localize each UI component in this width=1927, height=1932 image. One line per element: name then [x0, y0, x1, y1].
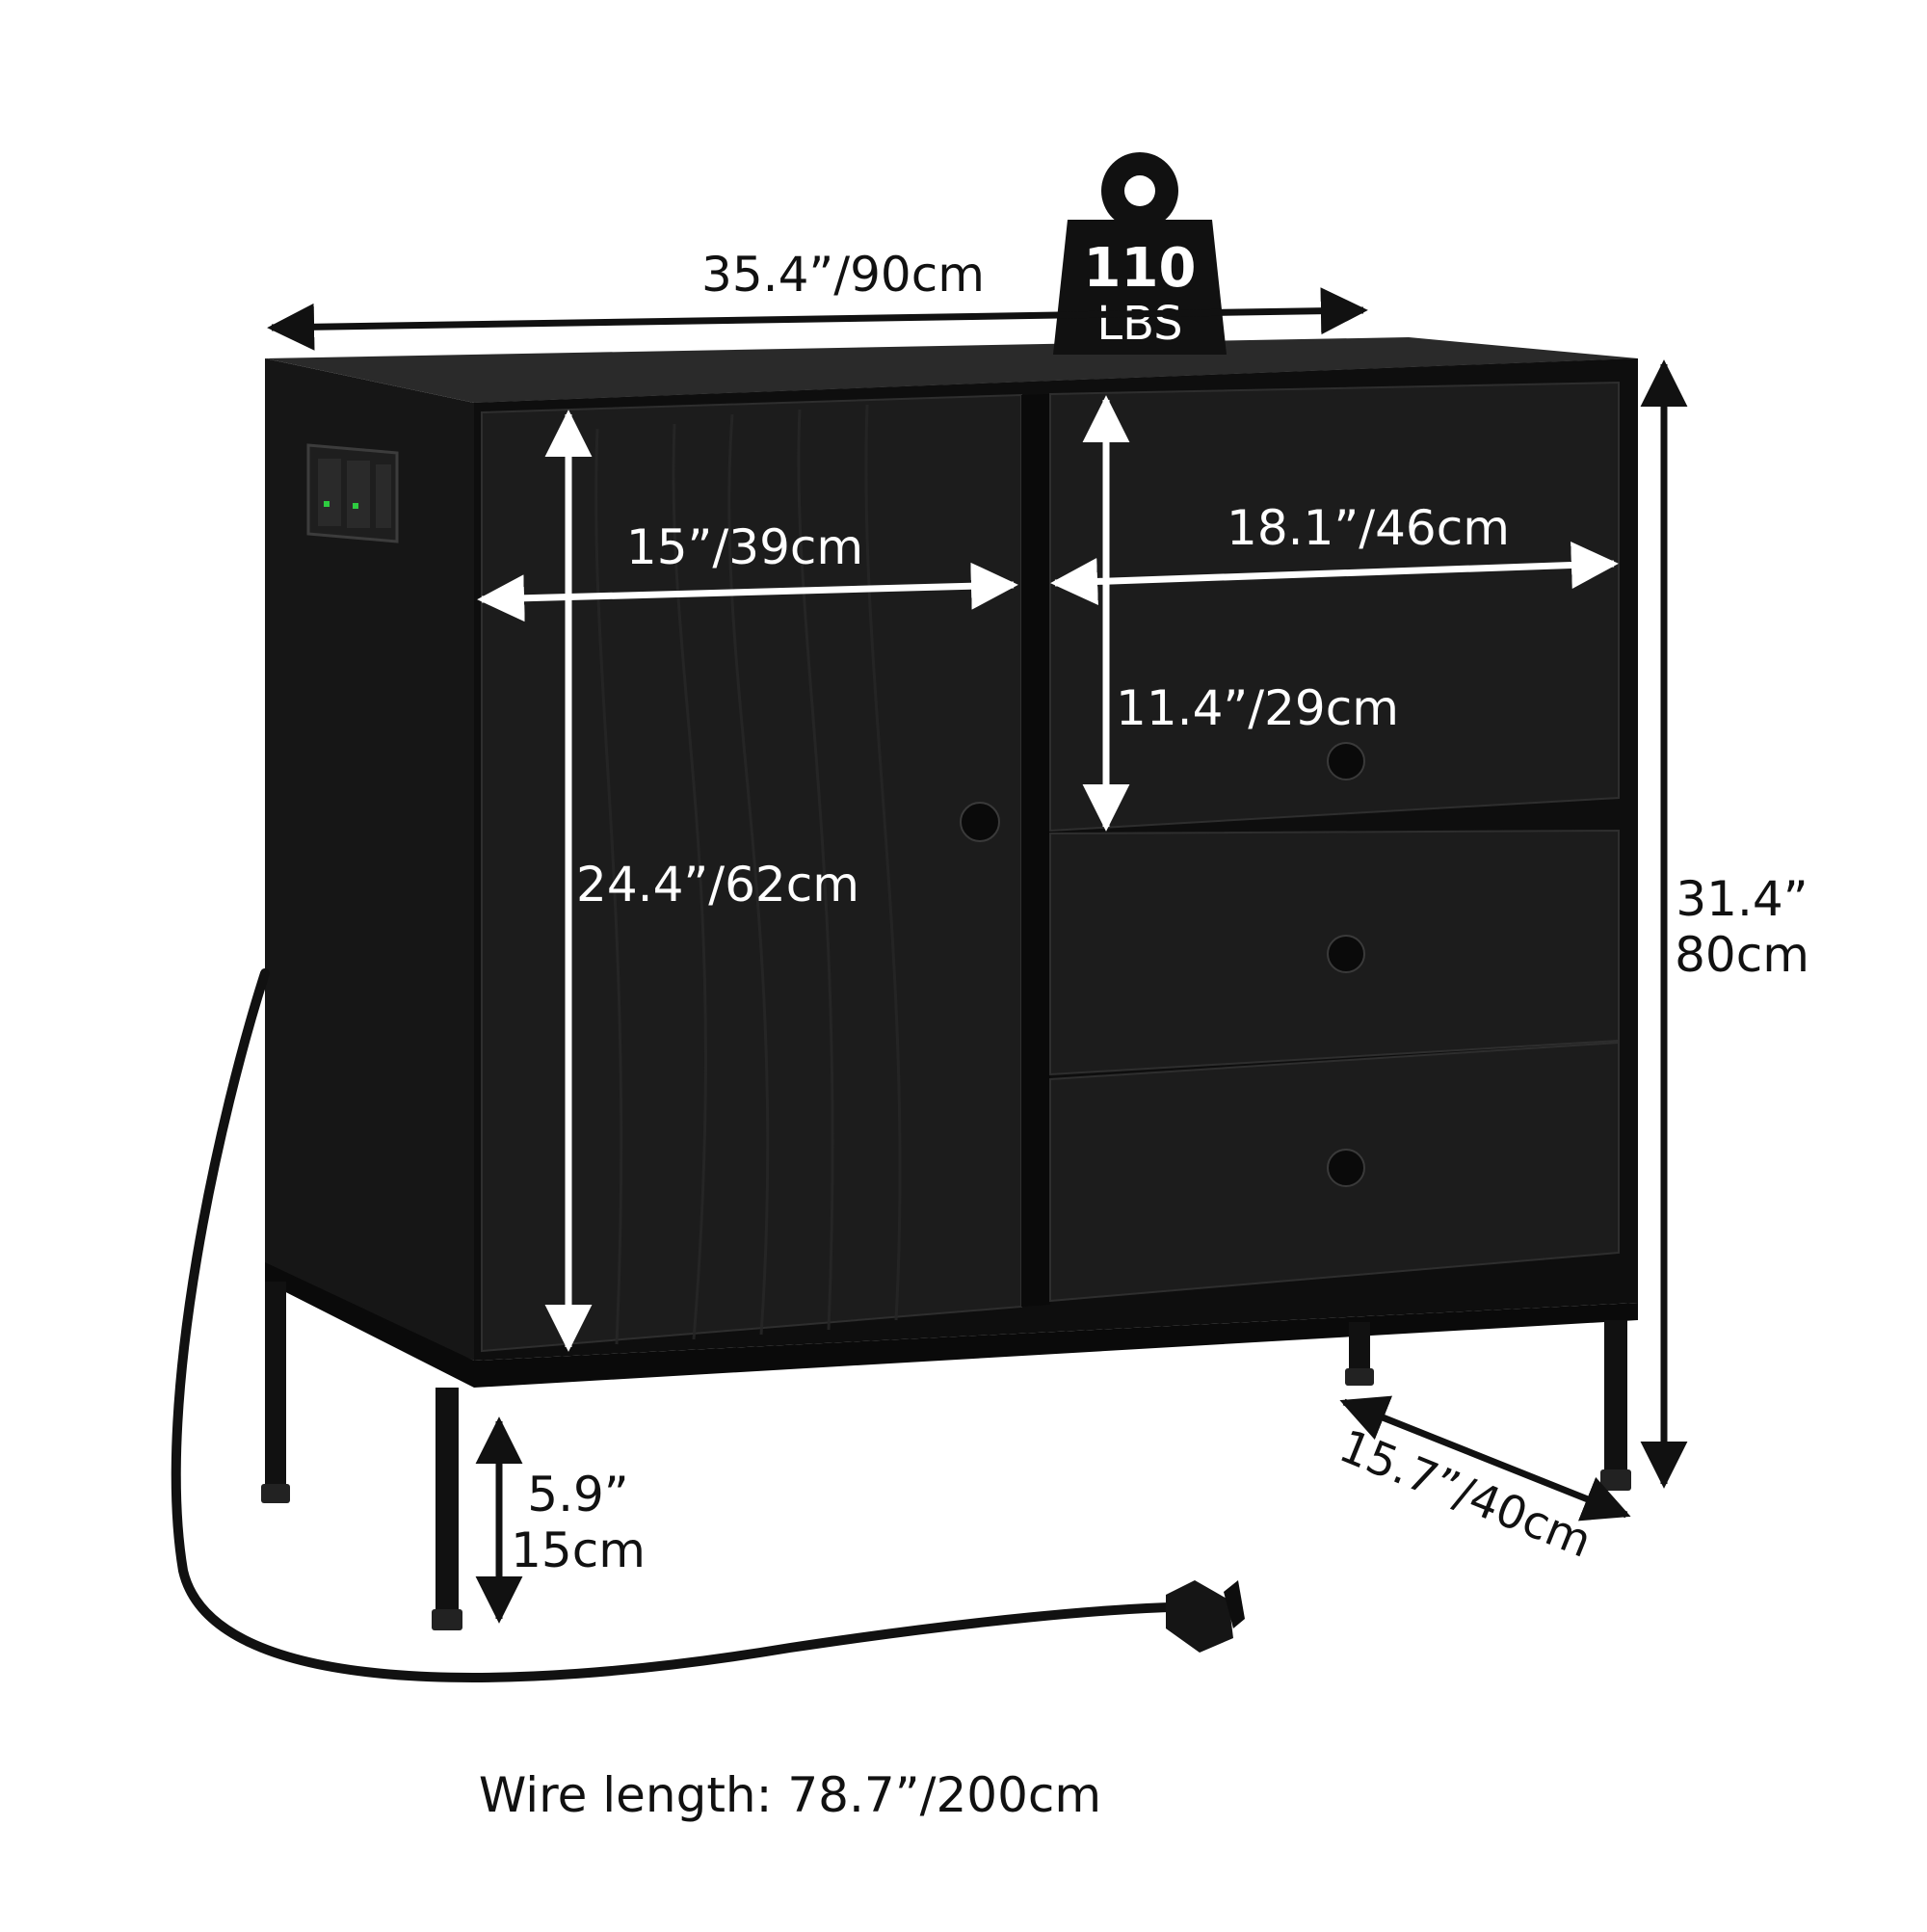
- drawer-top: [1049, 381, 1620, 833]
- plug-icon: [1166, 1580, 1245, 1653]
- door-width-label: 15”/39cm: [626, 519, 863, 575]
- total-height-cm-label: 80cm: [1675, 927, 1809, 983]
- depth-arrow: [1339, 1395, 1631, 1522]
- door-height-label: 24.4”/62cm: [576, 857, 859, 913]
- weight-icon: 110 LBS: [1053, 152, 1227, 355]
- total-width-arrow: [267, 287, 1368, 351]
- depth-label: 15.7”/40cm: [1332, 1419, 1598, 1568]
- leg-height-cm-label: 15cm: [511, 1522, 646, 1578]
- wire-length-label: Wire length: 78.7”/200cm: [479, 1767, 1101, 1823]
- drawer-width-arrow: [1050, 542, 1619, 605]
- total-width-label: 35.4”/90cm: [701, 247, 985, 303]
- power-cord: [171, 968, 1175, 1682]
- drawer-width-label: 18.1”/46cm: [1227, 500, 1510, 556]
- weight-value: 110: [1084, 237, 1197, 300]
- cabinet-top: [265, 337, 1638, 403]
- leg-front-left: [436, 1388, 459, 1619]
- door-knob[interactable]: [960, 802, 1000, 842]
- cabinet-side-panel: [265, 358, 474, 1361]
- leg-height-in-label: 5.9”: [527, 1467, 628, 1522]
- drawer-height-label: 11.4”/29cm: [1116, 680, 1399, 736]
- weight-unit: LBS: [1096, 297, 1182, 351]
- leg-back-right: [1349, 1322, 1370, 1380]
- drawer-bottom-knob[interactable]: [1327, 1149, 1365, 1187]
- drawer-top-knob[interactable]: [1327, 742, 1365, 781]
- leg-front-right: [1604, 1320, 1627, 1479]
- drawer-middle-knob[interactable]: [1327, 935, 1365, 973]
- power-socket-icon[interactable]: [306, 443, 399, 543]
- total-height-in-label: 31.4”: [1676, 871, 1808, 927]
- leg-back-left: [265, 1282, 286, 1494]
